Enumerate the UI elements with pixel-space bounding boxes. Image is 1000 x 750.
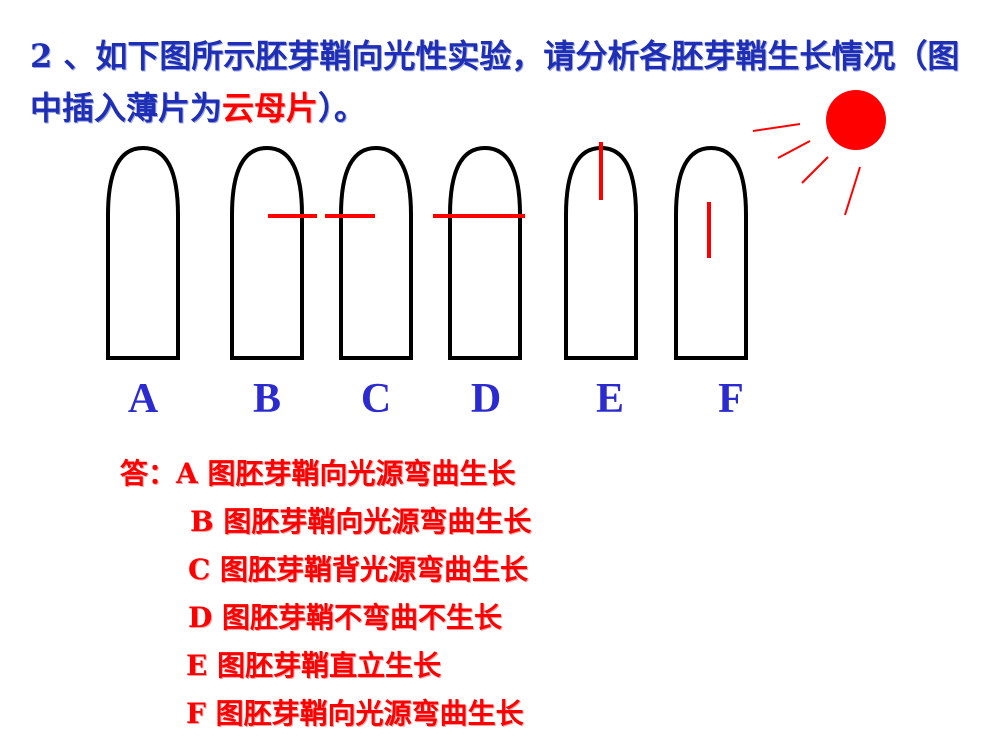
answer-b: B 图胚芽鞘向光源弯曲生长: [190, 505, 532, 538]
question-end: ）。: [318, 89, 367, 127]
answer-line-f: F 图胚芽鞘向光源弯曲生长: [120, 690, 531, 738]
label-a: A: [127, 376, 159, 422]
sun-ray: [844, 166, 861, 216]
sun-icon: [826, 90, 886, 150]
answer-line-b: B 图胚芽鞘向光源弯曲生长: [120, 498, 531, 546]
answer-line-e: E 图胚芽鞘直立生长: [120, 642, 531, 690]
question-highlight: 云母片: [222, 89, 319, 127]
label-e: E: [595, 376, 624, 422]
answer-d: D 图胚芽鞘不弯曲不生长: [188, 601, 503, 634]
question-text: 2 、如下图所示胚芽鞘向光性实验，请分析各胚芽鞘生长情况（图中插入薄片为云母片）…: [30, 30, 980, 134]
answer-f: F 图胚芽鞘向光源弯曲生长: [186, 697, 524, 730]
coleoptile-d: [448, 145, 522, 360]
answer-e: E 图胚芽鞘直立生长: [186, 649, 442, 682]
sun-ray: [777, 140, 811, 159]
answer-line-d: D 图胚芽鞘不弯曲不生长: [120, 594, 531, 642]
answer-prefix: 答：: [120, 457, 177, 490]
answer-c: C 图胚芽鞘背光源弯曲生长: [188, 553, 529, 586]
answer-block: 答：A 图胚芽鞘向光源弯曲生长 B 图胚芽鞘向光源弯曲生长 C 图胚芽鞘背光源弯…: [120, 450, 531, 738]
label-c: C: [360, 376, 392, 422]
label-b: B: [252, 376, 281, 422]
coleoptile-f: [674, 145, 748, 360]
coleoptile-a: [106, 145, 180, 360]
sun-ray: [752, 123, 801, 132]
coleoptile-b: [230, 145, 304, 360]
answer-line-c: C 图胚芽鞘背光源弯曲生长: [120, 546, 531, 594]
label-d: D: [470, 376, 502, 422]
question-main: 2 、如下图所示胚芽鞘向光性实验，请分析各胚芽鞘生长情况（图中插入薄片为: [30, 37, 960, 127]
label-f: F: [718, 376, 744, 422]
answer-line-a: 答：A 图胚芽鞘向光源弯曲生长: [120, 450, 531, 498]
sun-ray: [801, 156, 829, 184]
coleoptile-c: [339, 145, 413, 360]
answer-a: A 图胚芽鞘向光源弯曲生长: [176, 457, 516, 490]
